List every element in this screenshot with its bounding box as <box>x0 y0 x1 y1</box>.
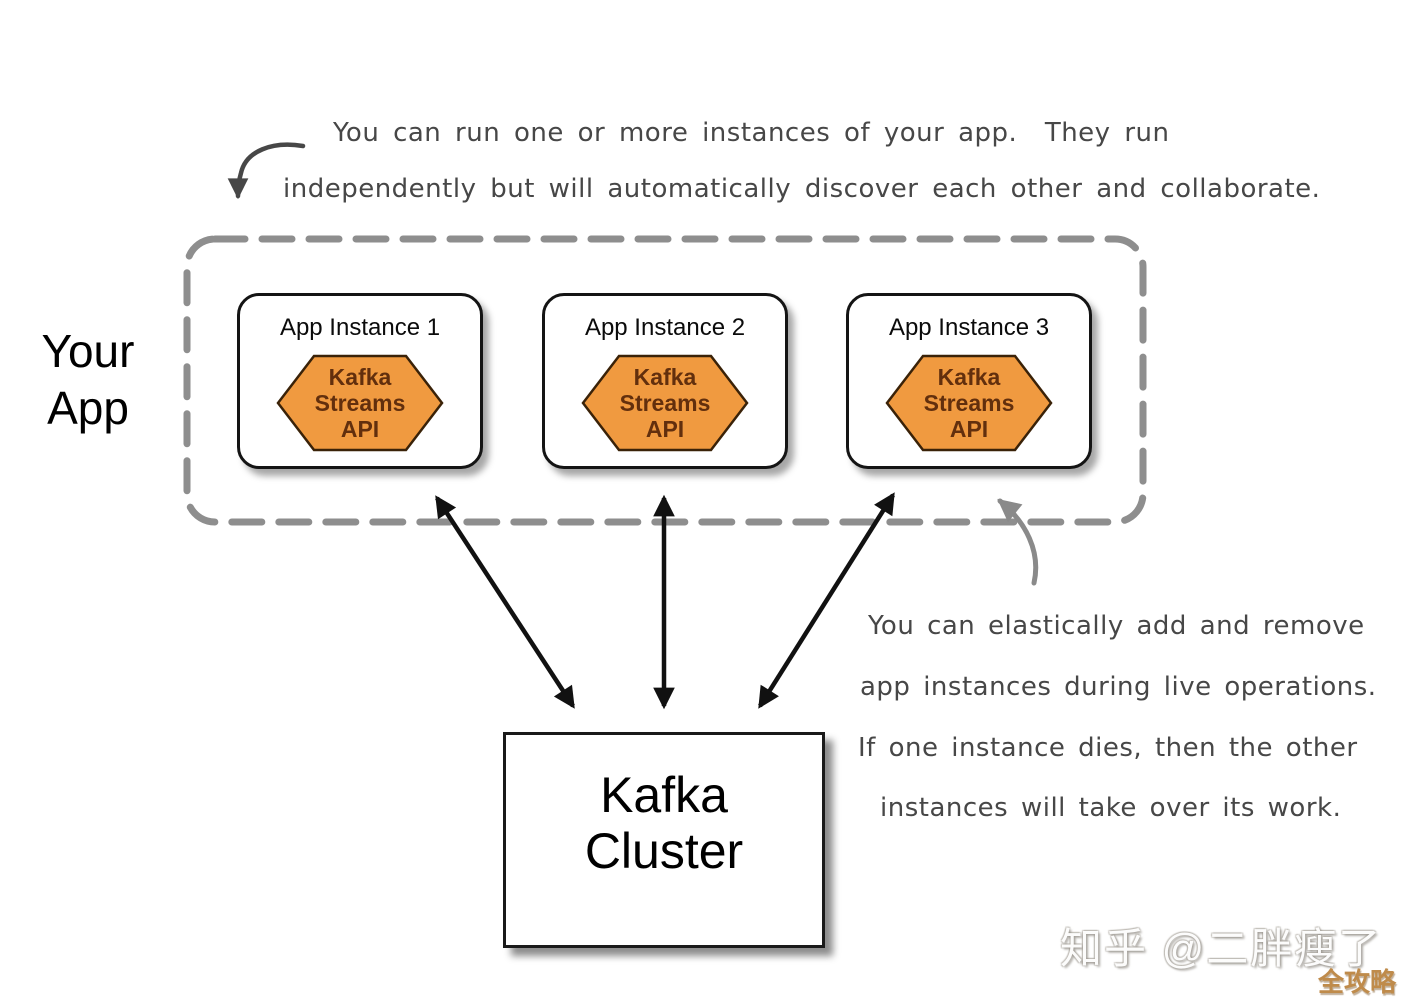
hex-3-line-1: Kafka <box>937 364 1001 390</box>
your-app-label: Your App <box>28 323 148 437</box>
hex-2-line-3: API <box>645 416 685 442</box>
annotation-top-line-1: You can run one or more instances of you… <box>333 118 1170 148</box>
app-instance-3-title: App Instance 3 <box>888 314 1050 341</box>
kafka-cluster-label-line-2: Cluster <box>584 823 744 879</box>
app-instance-2-title: App Instance 2 <box>584 314 746 341</box>
annotation-right-line-3: If one instance dies, then the other <box>858 733 1358 763</box>
your-app-label-line-2: App <box>47 382 129 434</box>
kafka-cluster-box: Kafka Cluster <box>503 732 825 948</box>
app-instance-1-title: App Instance 1 <box>279 314 441 341</box>
hex-3-line-3: API <box>949 416 989 442</box>
hex-1-line-1: Kafka <box>328 364 392 390</box>
hex-2-line-1: Kafka <box>633 364 697 390</box>
kafka-streams-api-label-1: Kafka Streams API <box>276 354 444 452</box>
your-app-label-line-1: Your <box>41 325 135 377</box>
app-instance-1-box: App Instance 1 Kafka Streams API <box>237 293 483 469</box>
hex-2-line-2: Streams <box>619 390 711 416</box>
app-instance-2-box: App Instance 2 Kafka Streams API <box>542 293 788 469</box>
kafka-streams-api-label-2: Kafka Streams API <box>581 354 749 452</box>
arrow-instance3-cluster <box>758 492 895 709</box>
watermark-badge: 全攻略 <box>1318 967 1397 997</box>
kafka-streams-api-label-3: Kafka Streams API <box>885 354 1053 452</box>
hexagon-shape-icon <box>276 354 444 452</box>
curved-arrow-right-annotation <box>997 498 1039 586</box>
zhihu-watermark: 知乎 @二胖瘦了 <box>1060 925 1383 972</box>
annotation-right-line-2: app instances during live operations. <box>860 672 1377 702</box>
annotation-top-line-2: independently but will automatically dis… <box>283 174 1321 204</box>
hexagon-shape-icon <box>885 354 1053 452</box>
arrow-instance1-cluster <box>435 495 575 709</box>
annotation-right-line-1: You can elastically add and remove <box>868 611 1365 641</box>
annotation-right-line-4: instances will take over its work. <box>880 793 1342 823</box>
kafka-streams-hexagon-2: Kafka Streams API <box>581 354 749 452</box>
hexagon-shape-icon <box>581 354 749 452</box>
kafka-cluster-label-line-1: Kafka <box>600 767 728 823</box>
hex-1-line-3: API <box>340 416 380 442</box>
app-instance-3-box: App Instance 3 Kafka Streams API <box>846 293 1092 469</box>
kafka-streams-hexagon-1: Kafka Streams API <box>276 354 444 452</box>
hex-3-line-2: Streams <box>923 390 1015 416</box>
curved-arrow-top-annotation <box>227 142 306 200</box>
hex-1-line-2: Streams <box>314 390 406 416</box>
kafka-streams-hexagon-3: Kafka Streams API <box>885 354 1053 452</box>
